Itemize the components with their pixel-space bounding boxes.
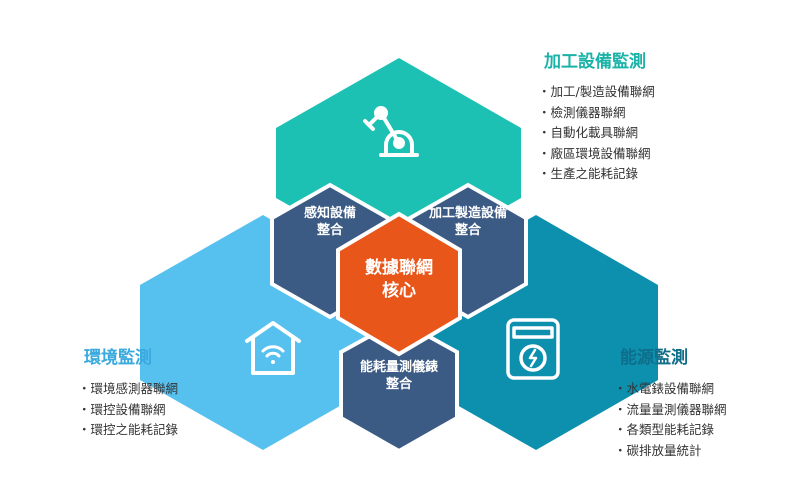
robot-arm-icon [363, 106, 419, 157]
processing-integration-label: 加工製造設備 整合 [416, 205, 520, 239]
list-item: 各類型能耗記錄 [614, 420, 727, 441]
list-item: 流量量測儀器聯網 [614, 400, 727, 421]
list-item: 環境感測器聯網 [78, 379, 179, 400]
energy-monitor-list: 水電錶設備聯網 流量量測儀器聯網 各類型能耗記錄 碳排放量統計 [614, 379, 727, 461]
list-item: 環控設備聯網 [78, 400, 178, 421]
core-label: 數據聯網 核心 [349, 257, 449, 303]
list-item: 水電錶設備聯網 [614, 379, 727, 400]
environment-monitor-title: 環境監測 [84, 348, 152, 368]
smart-home-wifi-icon [245, 321, 301, 375]
energy-monitor-title: 能源監測 [620, 348, 688, 368]
metering-integration-label: 能耗量測儀錶 整合 [347, 359, 451, 393]
list-item: 自動化載具聯網 [538, 123, 655, 144]
core-label-line1: 數據聯網 [365, 258, 433, 278]
processing-monitor-list: 加工/製造設備聯網 檢測儀器聯網 自動化載具聯網 廠區環境設備聯網 生產之能耗記… [538, 82, 655, 185]
environment-monitor-list: 環境感測器聯網 環控設備聯網 環控之能耗記錄 [78, 379, 179, 441]
processing-line2: 整合 [454, 223, 481, 238]
metering-line1: 能耗量測儀錶 [359, 360, 438, 375]
metering-line2: 整合 [385, 377, 412, 392]
list-item: 環控之能耗記錄 [78, 420, 179, 441]
list-item: 碳排放量統計 [614, 441, 727, 462]
list-item: 廠區環境設備聯網 [538, 144, 655, 165]
processing-monitor-title: 加工設備監測 [544, 52, 646, 72]
electric-meter-icon [506, 318, 560, 380]
list-item: 加工/製造設備聯網 [538, 82, 655, 103]
list-item: 生產之能耗記錄 [538, 164, 655, 185]
hex-core [336, 211, 462, 357]
processing-line1: 加工製造設備 [428, 206, 507, 221]
sensing-line2: 整合 [316, 223, 343, 238]
sensing-line1: 感知設備 [303, 206, 356, 221]
hex-metering-integration [339, 317, 459, 454]
core-label-line2: 核心 [382, 281, 416, 301]
sensing-integration-label: 感知設備 整合 [278, 205, 382, 239]
list-item: 檢測儀器聯網 [538, 103, 655, 124]
